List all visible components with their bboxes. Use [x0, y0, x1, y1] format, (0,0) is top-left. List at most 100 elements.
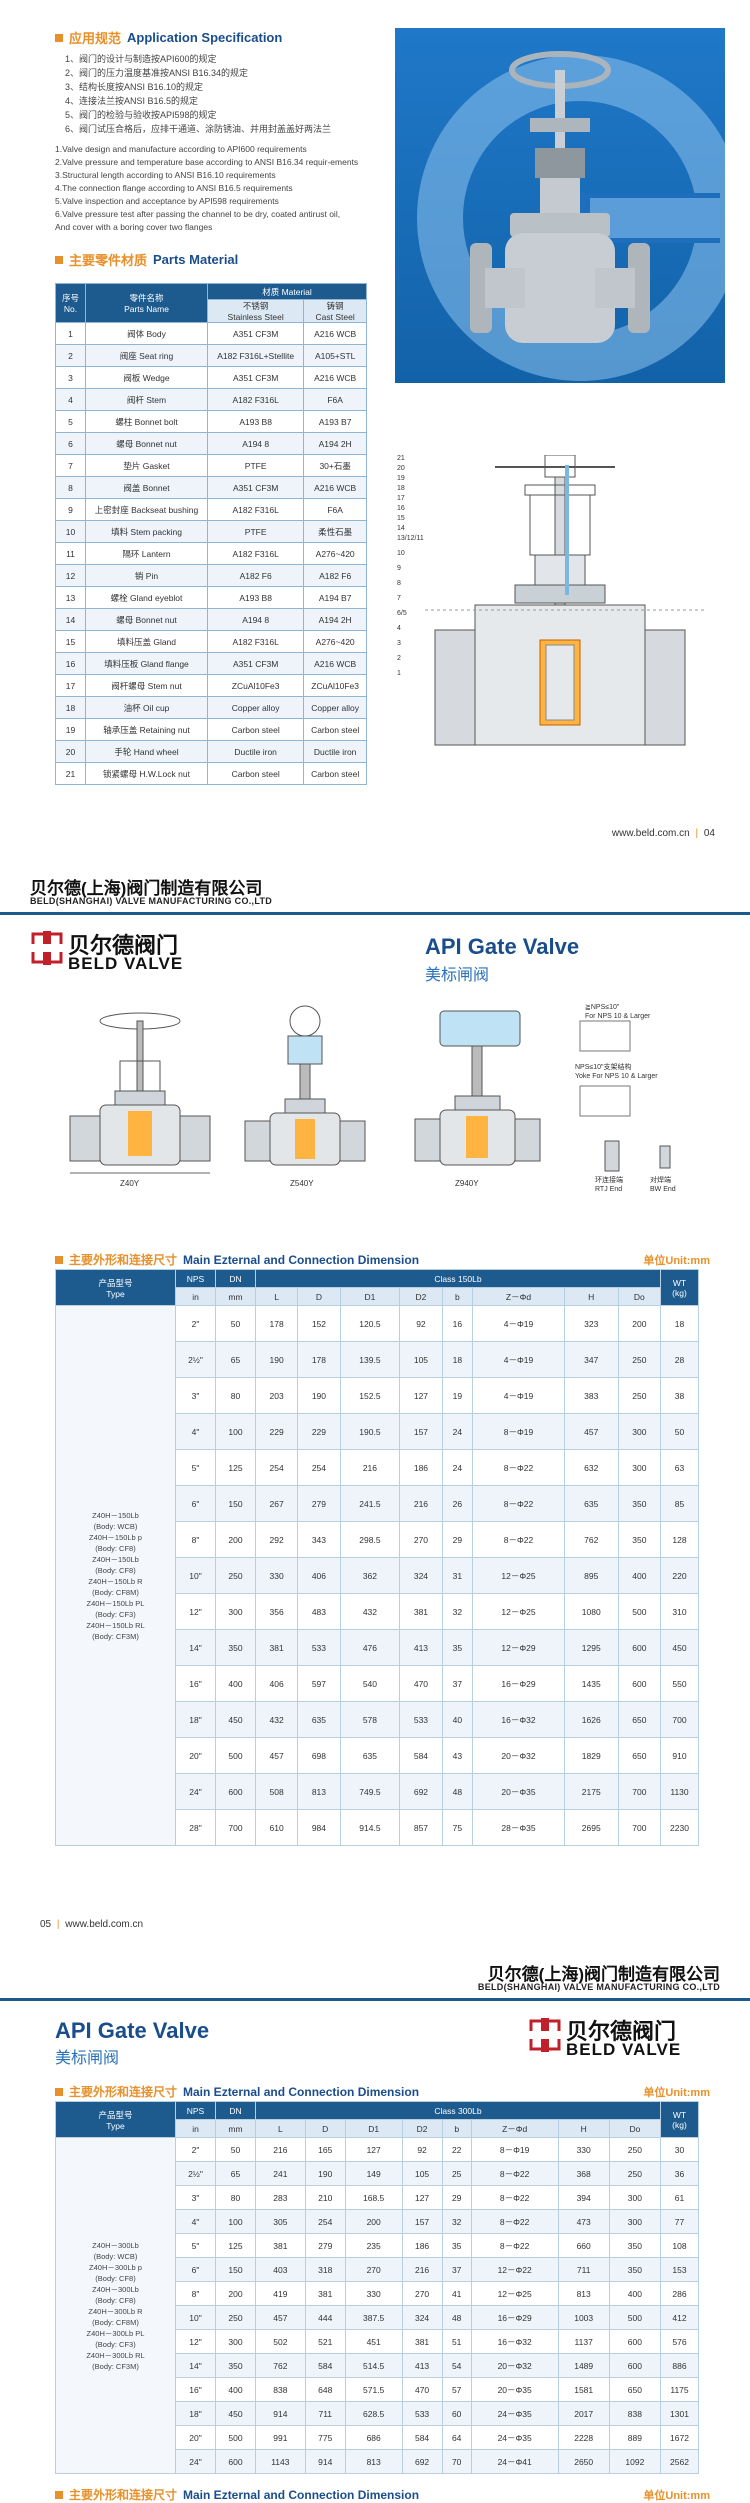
- unit-label: 单位Unit:mm: [643, 1255, 710, 1267]
- table-cell: 37: [441, 1665, 474, 1702]
- table-cell: 2695: [563, 1809, 619, 1846]
- table-cell: 300: [608, 2185, 662, 2210]
- col-dn: DN: [215, 2101, 256, 2120]
- table-cell: 628.5: [344, 2401, 403, 2426]
- type-line: Z40H－300Lb: [92, 2240, 139, 2250]
- material-cell: 螺母 Bonnet nut: [85, 608, 208, 631]
- col-l: L: [254, 1287, 299, 1306]
- table-cell: 600: [608, 2353, 662, 2378]
- table-cell: 500: [617, 1593, 662, 1630]
- dim-table-300-heading: 主要外形和连接尺寸 Main Ezternal and Connection D…: [55, 2083, 419, 2100]
- app-spec-title-en: Application Specification: [127, 30, 283, 45]
- type-cell: Z40H－300Lb(Body: WCB)Z40H－300Lb p(Body: …: [55, 2137, 176, 2474]
- table-cell: 914: [304, 2449, 346, 2474]
- table-cell: 692: [401, 2449, 443, 2474]
- type-line: (Body: CF8): [95, 1565, 136, 1575]
- table-cell: 381: [399, 1593, 443, 1630]
- col-do: Do: [617, 1287, 662, 1306]
- table-cell: 254: [254, 1449, 299, 1486]
- type-cell: Z40H－150Lb(Body: WCB)Z40H－150Lb p(Body: …: [55, 1305, 176, 1846]
- col-do: Do: [608, 2119, 662, 2138]
- product-title-cn: 美标闸阀: [425, 967, 490, 984]
- table-cell: 12－Φ29: [472, 1629, 565, 1666]
- logo-text-en: BELD VALVE: [68, 954, 184, 973]
- table-cell: 450: [660, 1629, 699, 1666]
- callout-label: 7: [397, 595, 401, 602]
- col-unit-mm: mm: [215, 2119, 256, 2138]
- table-cell: 5": [175, 1449, 216, 1486]
- next-unit-label: 单位Unit:mm: [643, 2490, 710, 2502]
- table-cell: 635: [563, 1485, 619, 1522]
- table-cell: 216: [401, 2257, 443, 2282]
- callout-label: 21: [397, 455, 405, 462]
- table-cell: 54: [441, 2353, 472, 2378]
- table-cell: 10": [175, 1557, 216, 1594]
- table-cell: 318: [304, 2257, 346, 2282]
- valve-drawings: Z40Y Z540Y Z940Y ≧NPS≤10"For NPS 10 & La…: [60, 1001, 710, 1196]
- callout-label: 2: [397, 655, 401, 662]
- table-cell: 632: [563, 1449, 619, 1486]
- material-cell: 阀座 Seat ring: [85, 344, 208, 367]
- table-cell: 178: [297, 1341, 341, 1378]
- table-cell: 350: [215, 2353, 256, 2378]
- table-cell: 267: [254, 1485, 299, 1522]
- col-d: D: [297, 1287, 341, 1306]
- col-d2: D2: [399, 1287, 443, 1306]
- table-cell: 1137: [557, 2329, 610, 2354]
- material-cell: A182 F316L: [206, 388, 305, 411]
- table-cell: 450: [215, 1701, 256, 1738]
- table-cell: 127: [399, 1377, 443, 1414]
- col-unit-in: in: [175, 1287, 216, 1306]
- material-cell: Ductile iron: [303, 740, 367, 763]
- material-cell: 阀盖 Bonnet: [85, 476, 208, 499]
- spec-item: 1.Valve design and manufacture according…: [55, 144, 307, 154]
- col-d1: D1: [339, 1287, 401, 1306]
- table-cell: 8－Φ22: [470, 2161, 559, 2186]
- table-cell: 700: [660, 1701, 699, 1738]
- table-cell: 8": [175, 1521, 216, 1558]
- table-cell: 20": [175, 1737, 216, 1774]
- col-zd: Z－Φd: [472, 1287, 565, 1306]
- material-cell: 8: [55, 476, 86, 499]
- z940y-drawing: [414, 1010, 541, 1166]
- table-cell: 584: [304, 2353, 346, 2378]
- footer-url[interactable]: www.beld.com.cn: [65, 1919, 144, 1930]
- table-cell: 400: [608, 2281, 662, 2306]
- table-cell: 400: [617, 1557, 662, 1594]
- table-cell: 250: [215, 1557, 256, 1594]
- type-line: Z40H－300Lb PL: [86, 2328, 145, 2338]
- table-cell: 4－Φ19: [472, 1305, 565, 1342]
- table-cell: 20－Φ35: [472, 1773, 565, 1810]
- spec-item: 5.Valve inspection and acceptance by API…: [55, 196, 279, 206]
- material-cell: 2: [55, 344, 86, 367]
- beld-logo-icon: [30, 931, 64, 965]
- table-cell: 200: [215, 1521, 256, 1558]
- spec-item: 2、阀门的压力温度基准按ANSI B16.34的规定: [65, 68, 249, 78]
- table-cell: 48: [441, 1773, 474, 1810]
- material-cell: 轴承压盖 Retaining nut: [85, 718, 208, 741]
- table-cell: 75: [441, 1809, 474, 1846]
- material-cell: 20: [55, 740, 86, 763]
- callout-label: 13/12/11: [397, 535, 424, 542]
- table-cell: 686: [344, 2425, 403, 2450]
- table-cell: 1130: [660, 1773, 699, 1810]
- material-cell: 14: [55, 608, 86, 631]
- table-cell: 150: [215, 2257, 256, 2282]
- footer-url[interactable]: www.beld.com.cn: [611, 828, 690, 839]
- material-cell: A182 F316L: [206, 630, 305, 653]
